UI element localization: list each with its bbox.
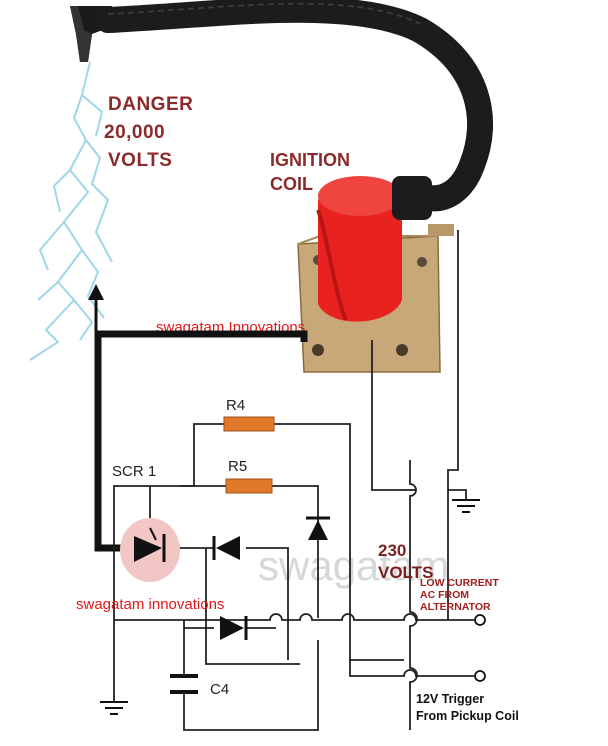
cable-ribs: [107, 2, 421, 25]
trigger-label-1: 12V Trigger: [416, 692, 484, 706]
high-voltage-spark: [29, 61, 113, 361]
terminal-trigger-input: [474, 670, 486, 682]
ground-right-icon: [452, 499, 480, 513]
danger-label: DANGER: [108, 94, 193, 115]
capacitor-c4: [170, 674, 198, 694]
c4-label: C4: [210, 681, 229, 698]
diode-top: [212, 536, 240, 560]
low-current-label-3: ALTERNATOR: [420, 601, 491, 613]
resistor-r4: [223, 416, 275, 432]
circuit-wires: [113, 230, 474, 731]
danger-unit-label: VOLTS: [108, 150, 172, 171]
resistor-r5: [225, 478, 273, 494]
danger-voltage-label: 20,000: [104, 122, 165, 143]
ground-left-icon: [100, 701, 128, 715]
ignition-coil: [297, 176, 454, 373]
voltage-unit-label: VOLTS: [378, 563, 433, 582]
watermark-bottom: swagatam innovations: [76, 596, 224, 613]
high-tension-cable: [95, 0, 494, 212]
terminal-ac-input: [474, 614, 486, 626]
scr-thyristor: [120, 518, 180, 582]
ignition-label: IGNITION: [270, 150, 350, 170]
low-current-label-2: AC FROM: [420, 589, 469, 601]
hv-output-line: [94, 330, 308, 552]
output-arrow-icon: [88, 284, 104, 300]
coil-label: COIL: [270, 174, 313, 194]
background-watermark: swagatam: [258, 542, 449, 589]
r5-label: R5: [228, 458, 247, 475]
diode-vertical: [306, 516, 330, 540]
low-current-label-1: LOW CURRENT: [420, 577, 499, 589]
scr-label: SCR 1: [112, 463, 156, 480]
r4-label: R4: [226, 397, 245, 414]
voltage-230-label: 230: [378, 541, 406, 560]
trigger-label-2: From Pickup Coil: [416, 709, 519, 723]
diode-bottom: [220, 616, 248, 640]
